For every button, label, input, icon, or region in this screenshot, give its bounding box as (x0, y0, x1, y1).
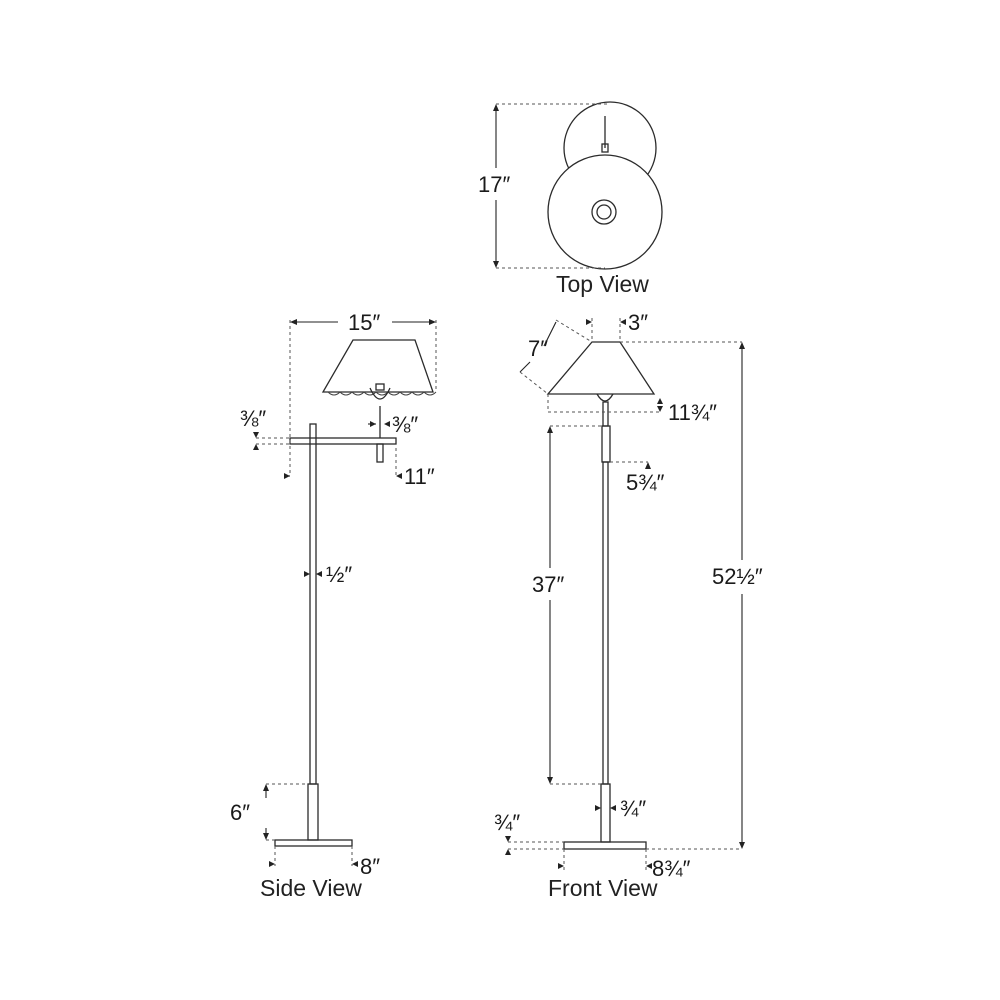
front-dim-7-ext-bot (519, 371, 549, 395)
front-dim-534-arrow (645, 462, 651, 469)
front-dim-base-arrow-top (505, 836, 511, 842)
side-dim-arm-arrow-top (253, 432, 259, 438)
front-dim-pole-arrow-r (610, 805, 616, 811)
side-dim-arm-arrow-bot (253, 444, 259, 450)
front-knuckle (601, 425, 611, 463)
front-pole-height-label: 37″ (532, 572, 564, 597)
front-dim-7-ext-top (555, 319, 593, 343)
front-dim-37-arrow-down (547, 777, 553, 784)
side-arm (289, 437, 397, 445)
front-dim-7-line-bot (519, 361, 531, 373)
side-dim-6-arrow-up (263, 784, 269, 791)
top-view-socket-outer (591, 199, 617, 225)
front-stem-label: 5¾″ (626, 470, 665, 495)
side-shade-width-label: 15″ (348, 310, 380, 335)
side-socket (369, 387, 391, 400)
top-view-title: Top View (556, 271, 649, 297)
side-stem-label: ⅜″ (392, 412, 418, 437)
front-pole-width-label: ¾″ (620, 796, 646, 821)
side-dim-15-arrow-r (429, 319, 436, 325)
top-view-socket-inner (596, 204, 612, 220)
side-lower-pole (307, 783, 319, 841)
front-base (563, 841, 647, 850)
side-socket-cap (375, 383, 385, 391)
side-dim-pole-arrow-r (316, 571, 322, 577)
side-dim-6-arrow-down (263, 833, 269, 840)
front-dim-base-arrow-bot (505, 849, 511, 855)
side-base-height-label: 6″ (230, 800, 250, 825)
front-view-title: Front View (548, 875, 658, 901)
front-overall-height-label: 52½″ (712, 564, 763, 589)
front-pole (602, 461, 609, 785)
front-view-drawing: 7″ 3″ 11¾″ 5¾″ 37″ 52½″ (494, 310, 763, 881)
side-shade-scallop (327, 391, 437, 396)
front-socket (596, 393, 614, 402)
front-dim-overall-arrow-up (739, 342, 745, 349)
front-top-width-label: 3″ (628, 310, 648, 335)
front-stem (602, 401, 609, 427)
front-dim-3-arrow-r (620, 319, 626, 325)
front-dim-37-arrow-up (547, 426, 553, 433)
front-dim-834-arrow-r (646, 863, 652, 869)
side-arm-thickness-label: ⅜″ (240, 406, 266, 431)
side-dim-stem-arrow-l (370, 421, 376, 427)
side-dim-11-arrow-l (284, 473, 290, 479)
side-arm-reach-label: 11″ (404, 464, 435, 489)
side-view-title: Side View (260, 875, 362, 901)
front-dim-1134-arrow-up (657, 398, 663, 404)
side-dim-8-arrow-l (269, 861, 275, 867)
front-lower-pole (600, 783, 611, 843)
top-dim-arrow-up (493, 104, 499, 111)
top-depth-label: 17″ (478, 172, 510, 197)
side-dim-stem-arrow-r (384, 421, 390, 427)
side-pole-label: ½″ (326, 562, 352, 587)
top-view-drawing: 17″ (478, 101, 663, 270)
side-dim-11-arrow-r (396, 473, 402, 479)
front-shade (546, 341, 656, 395)
front-dim-834-arrow-l (558, 863, 564, 869)
front-shade-slant-label: 7″ (528, 336, 548, 361)
front-base-thickness-label: ¾″ (494, 810, 520, 835)
side-view-drawing: 15″ ⅜″ ⅜″ 11″ ½″ 6″ 8″ (230, 310, 437, 879)
side-pole (309, 423, 317, 785)
front-dim-1134-arrow-down (657, 406, 663, 412)
front-shade-height-label: 11¾″ (668, 400, 717, 425)
side-shade (321, 339, 434, 393)
side-arm-drop (376, 443, 384, 463)
side-base-width-label: 8″ (360, 854, 380, 879)
side-dim-8-arrow-r (352, 861, 358, 867)
top-view-knuckle (601, 143, 609, 153)
side-dim-15-arrow-l (290, 319, 297, 325)
front-dim-overall-arrow-down (739, 842, 745, 849)
front-dim-3-arrow-l (586, 319, 592, 325)
side-base (274, 839, 353, 847)
side-dim-pole-arrow-l (304, 571, 310, 577)
front-dim-7-line-top (543, 321, 557, 347)
top-dim-arrow-down (493, 261, 499, 268)
top-view-base-disc (547, 154, 663, 270)
front-base-width-label: 8¾″ (652, 856, 691, 881)
front-dim-pole-arrow-l (595, 805, 601, 811)
